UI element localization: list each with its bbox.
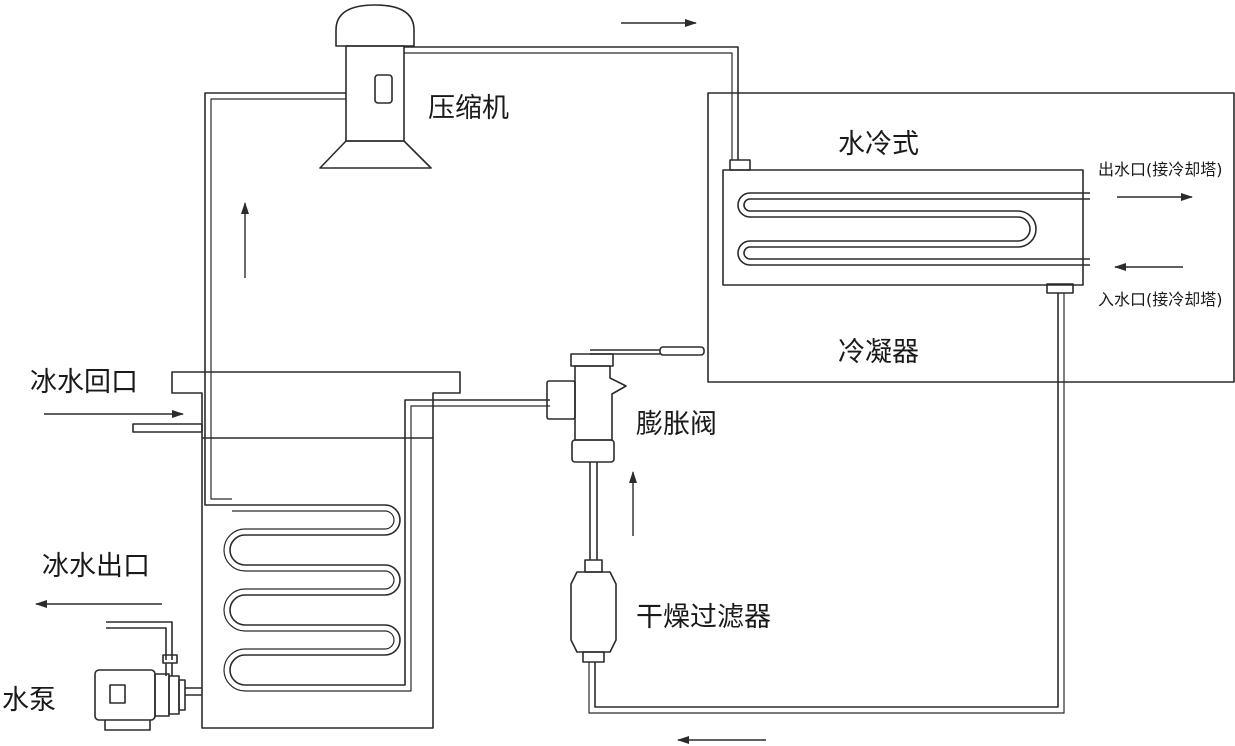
- condenser-shell: [722, 169, 1084, 286]
- discharge-pipe: [404, 46, 739, 160]
- expansion-valve-label: 膨胀阀: [636, 409, 717, 440]
- chilled-water-outlet-label: 冰水出口: [42, 551, 150, 582]
- chilled-water-return-label: 冰水回口: [30, 367, 138, 398]
- compressor-label: 压缩机: [428, 93, 509, 124]
- dryer-filter: [570, 559, 617, 663]
- evaporator-coil-inner: [223, 405, 550, 692]
- suction-pipe-inner: [210, 98, 346, 500]
- liquid-line-inner: [588, 293, 1065, 714]
- condenser-coil-inner: [743, 198, 1090, 260]
- water-pump: [94, 621, 202, 731]
- condenser-outlet-fitting: [1046, 283, 1074, 294]
- dryer-filter-label: 干燥过滤器: [636, 602, 771, 633]
- discharge-pipe-inner: [404, 52, 733, 160]
- water-inlet-label: 入水口(接冷却塔): [1098, 290, 1223, 309]
- return-inlet-pipe: [132, 423, 203, 433]
- condenser-inlet-fitting: [729, 159, 751, 171]
- evaporator-coil: [229, 399, 550, 686]
- suction-pipe: [204, 92, 346, 506]
- chilled-water-tank: [171, 371, 461, 729]
- condenser-housing: [707, 92, 1235, 383]
- condenser-coil: [737, 192, 1090, 266]
- compressor: [319, 4, 432, 169]
- water-pump-label: 水泵: [2, 685, 56, 716]
- water-cooled-label: 水冷式: [838, 129, 919, 160]
- liquid-line-upper: [589, 462, 598, 560]
- water-outlet-label: 出水口(接冷却塔): [1098, 160, 1223, 179]
- liquid-line: [594, 293, 1059, 708]
- condenser-label: 冷凝器: [838, 337, 919, 368]
- expansion-valve: [546, 346, 705, 463]
